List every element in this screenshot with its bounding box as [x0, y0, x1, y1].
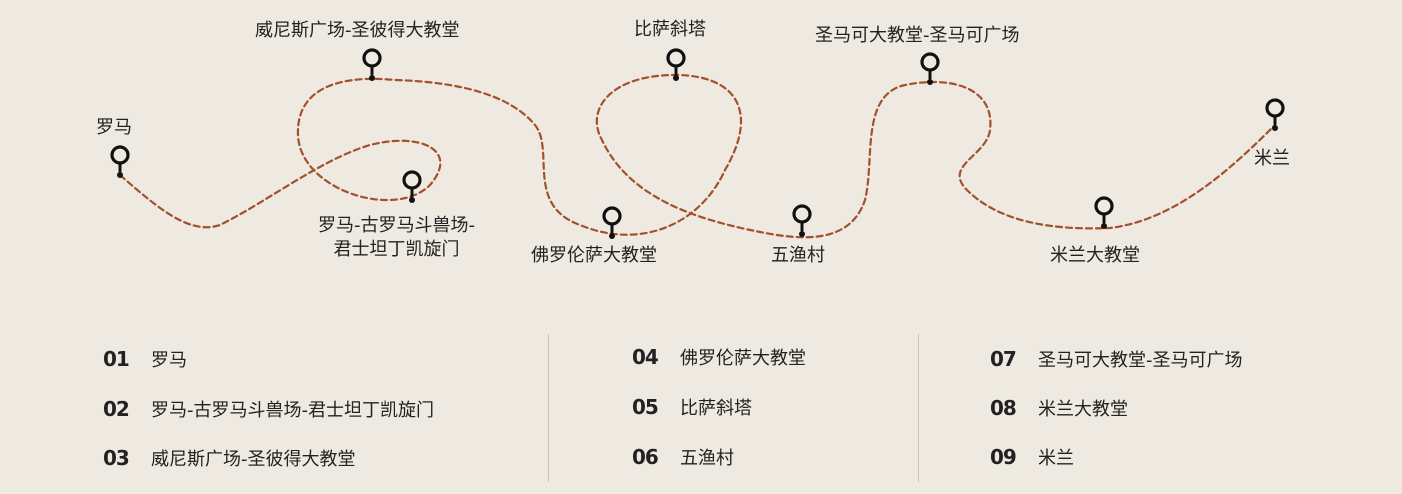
- legend-number: 06: [632, 445, 659, 469]
- legend-number: 04: [632, 345, 659, 369]
- legend-item: 07 圣马可大教堂-圣马可广场: [990, 346, 1243, 372]
- legend-name: 五渔村: [680, 448, 734, 469]
- map-label-text: 圣马可大教堂-圣马可广场: [815, 25, 1020, 46]
- legend-item: 09 米兰: [990, 444, 1074, 470]
- legend-divider: [548, 334, 549, 482]
- legend-item: 05 比萨斜塔: [632, 394, 752, 420]
- map-pin-icon: [402, 170, 422, 203]
- legend-item: 04 佛罗伦萨大教堂: [632, 344, 806, 370]
- map-pin-icon: [1265, 98, 1285, 131]
- legend-name: 米兰: [1038, 448, 1074, 469]
- legend-name: 圣马可大教堂-圣马可广场: [1038, 350, 1243, 371]
- map-label-text: 君士坦丁凯旋门: [333, 239, 460, 260]
- legend-name: 佛罗伦萨大教堂: [680, 348, 806, 369]
- legend-number: 05: [632, 395, 659, 419]
- map-label-stop-1: 罗马: [96, 116, 132, 140]
- legend-number: 03: [103, 446, 130, 470]
- legend-divider: [918, 334, 919, 482]
- map-pin-icon: [110, 145, 130, 178]
- legend-number: 09: [990, 445, 1017, 469]
- map-pin-icon: [362, 48, 382, 81]
- map-label-text: 罗马: [96, 117, 132, 138]
- map-label-stop-4: 佛罗伦萨大教堂: [531, 244, 657, 268]
- map-label-text: 威尼斯广场-圣彼得大教堂: [255, 20, 460, 41]
- map-label-text: 米兰大教堂: [1050, 245, 1140, 266]
- legend-number: 01: [103, 347, 130, 371]
- legend-number: 07: [990, 347, 1017, 371]
- legend-name: 比萨斜塔: [680, 398, 752, 419]
- legend-item: 06 五渔村: [632, 444, 734, 470]
- legend-name: 威尼斯广场-圣彼得大教堂: [151, 449, 356, 470]
- map-label-text: 米兰: [1254, 148, 1290, 169]
- legend-item: 01 罗马: [103, 346, 187, 372]
- route-map: [110, 48, 1285, 239]
- map-label-text: 佛罗伦萨大教堂: [531, 245, 657, 266]
- map-pin-icon: [602, 206, 622, 239]
- map-label-stop-7: 圣马可大教堂-圣马可广场: [815, 24, 1020, 48]
- legend-name: 米兰大教堂: [1038, 399, 1128, 420]
- map-label-stop-9: 米兰: [1254, 147, 1290, 171]
- map-label-text: 五渔村: [771, 245, 825, 266]
- map-pin-icon: [1094, 196, 1114, 229]
- legend-number: 02: [103, 397, 130, 421]
- route-path: [118, 73, 1277, 239]
- map-pin-icon: [666, 48, 686, 81]
- map-label-stop-6: 五渔村: [771, 244, 825, 268]
- map-pin-icon: [920, 52, 940, 85]
- legend-item: 03 威尼斯广场-圣彼得大教堂: [103, 445, 356, 471]
- legend-name: 罗马-古罗马斗兽场-君士坦丁凯旋门: [151, 400, 434, 421]
- map-label-stop-8: 米兰大教堂: [1050, 244, 1140, 268]
- map-label-stop-3: 威尼斯广场-圣彼得大教堂: [255, 19, 460, 43]
- legend-item: 08 米兰大教堂: [990, 395, 1128, 421]
- legend-name: 罗马: [151, 350, 187, 371]
- legend-item: 02 罗马-古罗马斗兽场-君士坦丁凯旋门: [103, 396, 434, 422]
- legend-number: 08: [990, 396, 1017, 420]
- map-label-stop-2: 罗马-古罗马斗兽场- 君士坦丁凯旋门: [318, 214, 475, 262]
- legend: 01 罗马 02 罗马-古罗马斗兽场-君士坦丁凯旋门 03 威尼斯广场-圣彼得大…: [0, 334, 1402, 484]
- map-label-text: 罗马-古罗马斗兽场-: [318, 215, 475, 236]
- map-label-stop-5: 比萨斜塔: [634, 18, 706, 42]
- map-pin-icon: [792, 204, 812, 237]
- map-label-text: 比萨斜塔: [634, 19, 706, 40]
